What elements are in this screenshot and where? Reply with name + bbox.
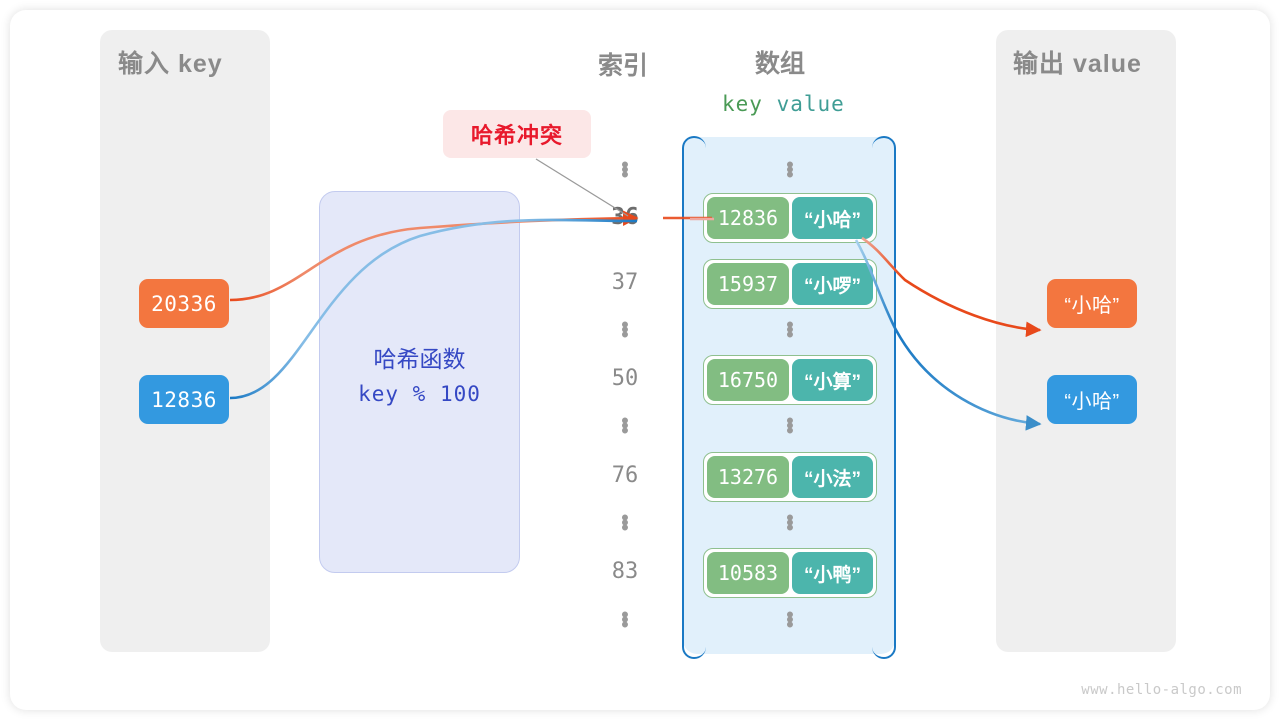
output-value-chip-2: “小哈” xyxy=(1047,375,1137,424)
array-value-header: value xyxy=(776,92,845,116)
array-column-header: 数组 xyxy=(755,50,806,78)
watermark: www.hello-algo.com xyxy=(1081,682,1242,698)
index-label-76: 76 xyxy=(611,463,639,488)
hash-collision-label: 哈希冲突 xyxy=(470,123,563,148)
index-ellipsis: ••• xyxy=(621,505,629,540)
hash-function-label: 哈希函数 xyxy=(373,346,466,372)
hash-function-formula: key % 100 xyxy=(358,382,481,406)
array-ellipsis: ••• xyxy=(786,152,794,187)
bucket-key: 10583 xyxy=(707,552,789,594)
array-kv-header: key value xyxy=(722,92,845,116)
index-ellipsis: ••• xyxy=(621,152,629,187)
index-column-header: 索引 xyxy=(598,52,649,80)
array-bucket: 15937“小啰” xyxy=(703,259,877,309)
array-bucket: 10583“小鸭” xyxy=(703,548,877,598)
output-value-panel xyxy=(996,30,1176,652)
input-key-chip-2: 12836 xyxy=(139,375,229,424)
bucket-value: “小鸭” xyxy=(792,552,873,594)
index-ellipsis: ••• xyxy=(621,312,629,347)
hash-collision-badge: 哈希冲突 xyxy=(443,110,591,158)
bucket-key: 12836 xyxy=(707,197,789,239)
index-label-83: 83 xyxy=(611,559,639,584)
input-key-chip-1: 20336 xyxy=(139,279,229,328)
input-key-panel xyxy=(100,30,270,652)
index-label-36: 36 xyxy=(611,204,639,230)
output-value-chip-1: “小哈” xyxy=(1047,279,1137,328)
array-ellipsis: ••• xyxy=(786,602,794,637)
index-label-37: 37 xyxy=(611,270,639,295)
bucket-value: “小啰” xyxy=(792,263,873,305)
bucket-key: 16750 xyxy=(707,359,789,401)
array-ellipsis: ••• xyxy=(786,408,794,443)
output-panel-title: 输出 value xyxy=(1013,50,1142,78)
bucket-key: 13276 xyxy=(707,456,789,498)
bucket-value: “小哈” xyxy=(792,197,873,239)
index-ellipsis: ••• xyxy=(621,602,629,637)
input-panel-title: 输入 key xyxy=(118,50,223,78)
array-ellipsis: ••• xyxy=(786,312,794,347)
array-ellipsis: ••• xyxy=(786,505,794,540)
bucket-value: “小法” xyxy=(792,456,873,498)
array-key-header: key xyxy=(722,92,763,116)
array-bucket: 12836“小哈” xyxy=(703,193,877,243)
bucket-value: “小算” xyxy=(792,359,873,401)
array-bucket: 13276“小法” xyxy=(703,452,877,502)
bucket-key: 15937 xyxy=(707,263,789,305)
array-bucket: 16750“小算” xyxy=(703,355,877,405)
index-ellipsis: ••• xyxy=(621,408,629,443)
index-label-50: 50 xyxy=(611,366,639,391)
